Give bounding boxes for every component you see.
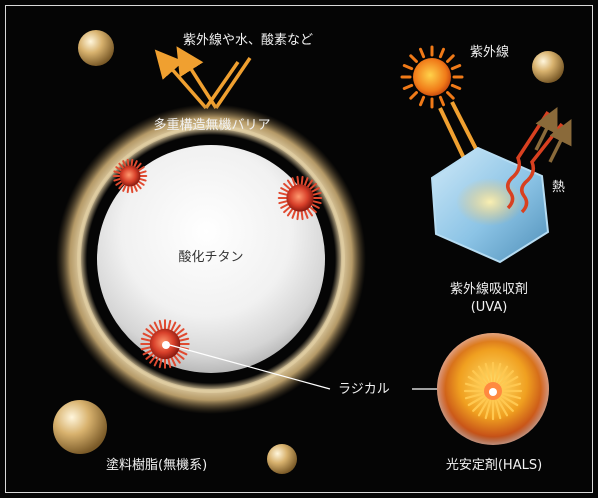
titanium-oxide-label: 酸化チタン xyxy=(178,250,243,266)
hals-label: 光安定剤(HALS) xyxy=(446,458,542,474)
resin-particle xyxy=(53,400,107,454)
radical-label: ラジカル xyxy=(338,382,390,398)
sun-icon xyxy=(402,47,462,107)
heat-label: 熱 xyxy=(552,180,565,196)
uva-label-line2: (UVA) xyxy=(471,300,508,316)
resin-particle xyxy=(78,30,114,66)
hals-sphere xyxy=(437,333,549,445)
uv-water-oxygen-label: 紫外線や水、酸素など xyxy=(183,33,313,49)
barrier-label: 多重構造無機バリア xyxy=(153,118,270,134)
uv-label: 紫外線 xyxy=(470,45,509,61)
resin-particle xyxy=(532,51,564,83)
resin-particle xyxy=(267,444,297,474)
uva-label-line1: 紫外線吸収剤 xyxy=(450,282,528,298)
reflected-uv-arrows xyxy=(164,58,250,108)
uva-hexagon xyxy=(432,148,548,262)
coating-resin-label: 塗料樹脂(無機系) xyxy=(106,458,207,474)
